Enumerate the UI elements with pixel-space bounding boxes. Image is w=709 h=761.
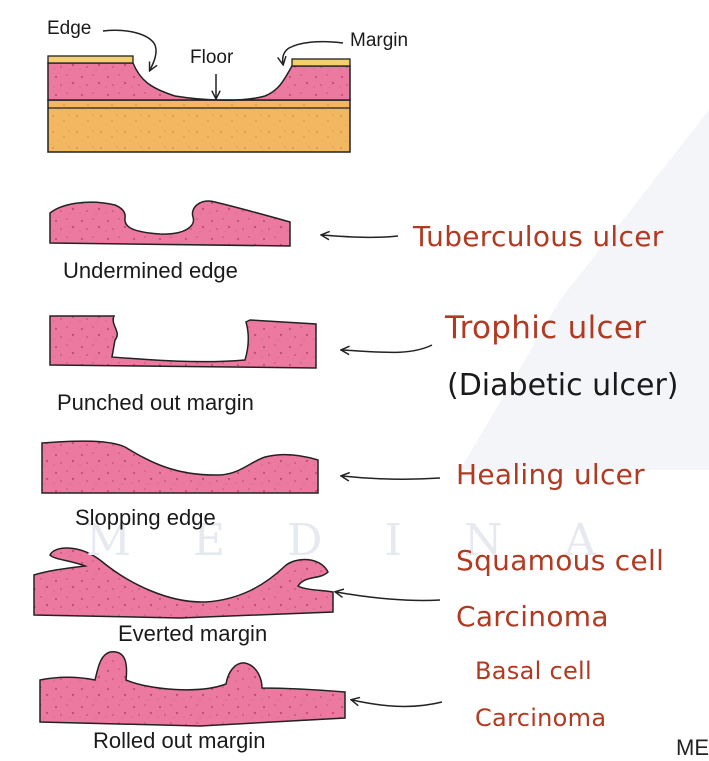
watermark-shape — [460, 110, 709, 470]
description-basal-carcinoma: Carcinoma — [475, 704, 607, 732]
description-healing: Healing ulcer — [456, 458, 645, 491]
everted-margin-shape — [33, 547, 334, 619]
punched-out-margin-shape — [49, 315, 317, 369]
shape-label-punched-out: Punched out margin — [57, 390, 254, 415]
description-tuberculous: Tuberculous ulcer — [413, 220, 664, 253]
arrow-3 — [342, 476, 441, 479]
ulcer-anatomy-diagram — [47, 29, 351, 153]
shape-label-rolled-out: Rolled out margin — [93, 728, 266, 753]
rolled-out-margin-shape — [39, 651, 346, 727]
ulcer-tissue — [47, 62, 351, 101]
margin-pointer — [283, 40, 344, 64]
shape-label-slopping: Slopping edge — [75, 505, 216, 530]
edge-pointer — [102, 29, 156, 70]
edge-surface — [47, 55, 134, 64]
arrow-5 — [352, 700, 443, 708]
arrow-1 — [322, 235, 399, 237]
watermark-text: MEDINA — [86, 515, 659, 566]
undermined-edge-shape — [49, 200, 291, 247]
corner-watermark-text: ME — [676, 735, 709, 760]
arrow-2 — [342, 344, 433, 352]
description-trophic: Trophic ulcer — [445, 310, 647, 346]
description-diabetic: (Diabetic ulcer) — [447, 368, 679, 403]
description-basal-cell: Basal cell — [475, 657, 592, 685]
description-squamous-carcinoma: Carcinoma — [456, 600, 609, 633]
floor-label: Floor — [190, 47, 234, 68]
edge-label: Edge — [47, 18, 92, 39]
slopping-edge-shape — [41, 440, 319, 494]
margin-label: Margin — [350, 30, 409, 51]
arrow-4 — [336, 592, 441, 602]
shape-label-everted: Everted margin — [118, 621, 268, 646]
margin-surface — [291, 58, 351, 67]
shape-label-undermined: Undermined edge — [63, 258, 238, 283]
description-squamous-cell: Squamous cell — [456, 544, 665, 577]
